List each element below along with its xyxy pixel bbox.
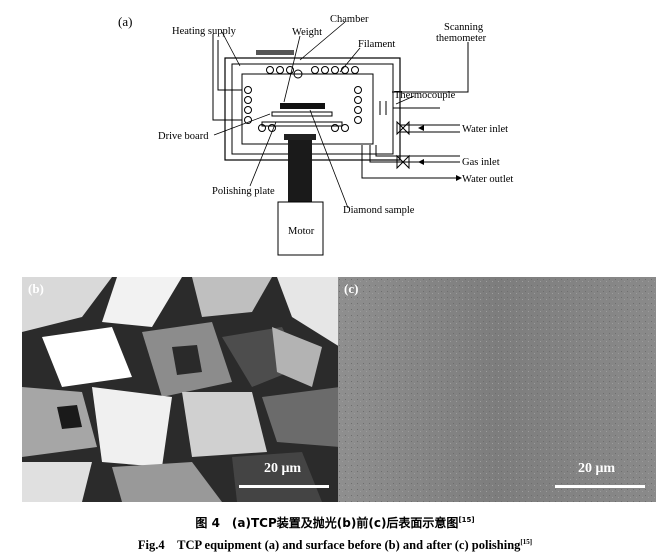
chamber-label: Chamber [330,14,369,25]
heating-supply-label: Heating supply [172,26,237,37]
scale-bar-b [239,485,329,488]
thermocouple-label: Thermocouple [394,90,456,101]
smooth-surface-image [338,277,656,502]
water-outlet-label: Water outlet [462,174,513,185]
drive-board [271,111,333,117]
scale-label-c: 20 μm [578,461,616,476]
filament-coils [244,66,362,132]
caption-en-text: Fig.4 TCP equipment (a) and surface befo… [137,538,521,552]
scale-label-b: 20 μm [264,461,302,476]
shaft-collar [284,134,316,140]
diamond-sample [280,103,325,109]
thermometer-line [392,42,469,93]
caption-english: Fig.4 TCP equipment (a) and surface befo… [0,534,670,553]
polishing-plate-label: Polishing plate [212,186,275,197]
gas-inlet-pipe [369,145,460,163]
diamond-sample-label: Diamond sample [343,205,415,216]
weight-label: Weight [292,27,322,38]
scale-bar-c [555,485,645,488]
weight-block [256,50,294,55]
drive-shaft [288,140,312,202]
motor-box [277,201,324,256]
micrograph-after-polishing: (c) 20 μm [338,277,656,502]
caption-chinese: 图 4 (a)TCP装置及抛光(b)前(c)后表面示意图[15] [0,514,670,531]
caption-cn-ref: [15] [458,516,475,524]
heating-wire-left2 [217,40,242,91]
filament-label: Filament [358,39,395,50]
motor-label: Motor [288,226,315,237]
water-outlet-pipe [361,145,460,179]
panel-a-label: (a) [118,14,132,29]
chamber-inner-wall [231,63,394,155]
water-inlet-label: Water inlet [462,124,508,135]
panel-b-label: (b) [28,281,44,296]
tcp-equipment-diagram: (a) Motor [118,14,513,256]
drive-board-label: Drive board [158,131,209,142]
polishing-plate [261,121,343,127]
panel-c-label: (c) [344,281,359,296]
rough-surface-image [22,277,340,502]
scanning-label-2: themometer [436,33,487,44]
heating-wire-left [212,34,242,121]
caption-en-ref: [15] [520,537,533,546]
gas-inlet-label: Gas inlet [462,157,500,168]
chamber-outer-wall [224,57,401,161]
caption-cn-text: 图 4 (a)TCP装置及抛光(b)前(c)后表面示意图 [195,516,459,530]
scanning-label-1: Scanning [444,22,484,33]
micrograph-before-polishing: (b) 20 μm [22,277,340,502]
